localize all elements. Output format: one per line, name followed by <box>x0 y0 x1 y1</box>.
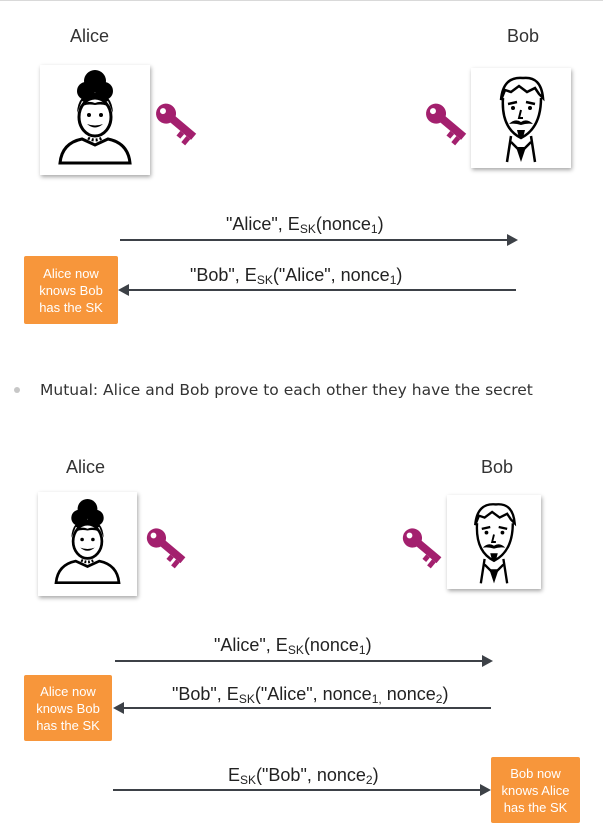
bob-label-2: Bob <box>481 457 514 477</box>
d2-arrow-alice-to-bob-2 <box>113 784 491 796</box>
d1-note-alice: Alice now knows Bob has the SK <box>24 256 118 324</box>
alice-label-2: Alice <box>66 457 106 477</box>
d2-message-3: ESK("Bob", nonce2) <box>228 765 379 787</box>
d2-message-1: "Alice", ESK(nonce1) <box>214 635 372 657</box>
d2-note-alice: Alice now knows Bob has the SK <box>24 675 112 741</box>
alice-avatar-icon <box>58 70 132 165</box>
alice-key-icon <box>151 97 201 147</box>
alice-avatar-icon <box>54 499 121 585</box>
alice-avatar-card <box>40 65 150 175</box>
bob-key-icon <box>421 97 471 147</box>
top-divider <box>0 0 603 1</box>
alice-key-icon-2 <box>142 522 190 570</box>
bob-key-icon-2 <box>398 522 446 570</box>
bullet-dot <box>14 387 20 393</box>
d1-arrow-alice-to-bob <box>120 234 518 246</box>
d1-message-2: "Bob", ESK("Alice", nonce1) <box>190 265 403 287</box>
d1-message-1: "Alice", ESK(nonce1) <box>226 214 384 236</box>
bob-avatar-card-2 <box>447 495 541 589</box>
bullet-text: Mutual: Alice and Bob prove to each othe… <box>40 381 533 399</box>
bob-avatar-card <box>471 68 571 168</box>
bob-label: Bob <box>507 26 540 46</box>
d2-note-bob: Bob now knows Alice has the SK <box>491 757 580 823</box>
bob-avatar-icon <box>499 76 545 163</box>
d2-message-2: "Bob", ESK("Alice", nonce1, nonce2) <box>172 684 449 706</box>
bob-avatar-icon <box>474 503 517 584</box>
d2-arrow-alice-to-bob <box>115 655 493 667</box>
d1-arrow-bob-to-alice <box>118 284 516 296</box>
alice-avatar-card-2 <box>38 492 137 596</box>
alice-label: Alice <box>70 26 110 46</box>
d2-arrow-bob-to-alice <box>113 702 491 714</box>
